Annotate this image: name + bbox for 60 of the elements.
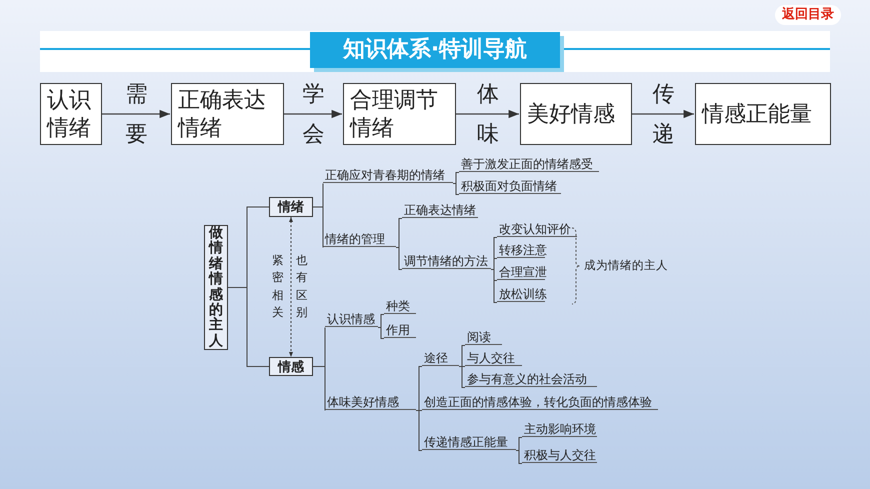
arrow	[102, 110, 170, 118]
connector-line	[416, 366, 422, 411]
branch-item: 转移注意	[497, 242, 545, 258]
concept-box: 认识情绪	[40, 83, 102, 145]
edge-label: 紧密相关	[272, 254, 284, 321]
branch-item: 传递情感正能量	[422, 434, 516, 450]
connector-line	[490, 258, 498, 270]
branch-item: 放松训练	[497, 286, 545, 302]
branch-item: 认识情感	[325, 311, 378, 327]
connector-line	[516, 450, 522, 464]
connector-line	[312, 366, 326, 411]
edge-label: 传递	[652, 80, 674, 148]
connector-line	[452, 183, 460, 195]
connector-line	[452, 172, 460, 184]
branch-item: 改变认知评价	[497, 221, 577, 237]
back-to-contents-button: 返回目录	[775, 5, 841, 25]
branch-item: 积极与人交往	[522, 447, 597, 463]
branch-item: 作用	[384, 322, 416, 338]
connector-line	[490, 269, 498, 303]
connector-line	[396, 247, 402, 270]
branch-item: 与人交往	[465, 350, 522, 366]
branch-item: 正确应对青春期的情绪	[323, 167, 453, 183]
concept-box: 美好情感	[520, 83, 632, 145]
edge-label: 需要	[126, 80, 148, 148]
connector-line	[458, 366, 466, 388]
arrow	[456, 110, 519, 118]
branch-item: 主动影响环境	[522, 421, 597, 437]
topic-box: 做情绪情感的主人	[204, 225, 228, 350]
connector-line	[516, 437, 522, 451]
branch-item: 体味美好情感	[325, 394, 416, 410]
connector-line	[396, 218, 402, 248]
arrow	[289, 216, 293, 358]
edge-label: 学会	[302, 80, 324, 148]
arrow	[632, 110, 694, 118]
category-box: 情感	[269, 357, 313, 376]
branch-item: 善于激发正面的情绪感受	[459, 156, 599, 172]
relation-note: 也有区别	[296, 254, 308, 321]
branch-item: 种类	[384, 298, 416, 314]
connector-line	[416, 410, 422, 451]
concept-box: 正确表达情绪	[171, 83, 284, 145]
branch-item: 合理宣泄	[497, 264, 545, 280]
branch-item: 途径	[422, 350, 459, 366]
connector-line	[378, 314, 384, 328]
branch-item: 阅读	[465, 329, 502, 345]
connector-line	[378, 327, 384, 339]
arrow	[284, 110, 342, 118]
branch-item: 创造正面的情感体验，转化负面的情感体验	[422, 394, 658, 410]
edge-label: 体味	[477, 80, 499, 148]
concept-box: 合理调节情绪	[343, 83, 456, 145]
connector-line	[228, 287, 270, 367]
branch-item: 积极面对负面情绪	[459, 178, 561, 194]
category-box: 情绪	[269, 197, 313, 217]
connector-line	[458, 345, 466, 367]
branch-item: 正确表达情绪	[402, 202, 478, 218]
branch-item: 调节情绪的方法	[402, 253, 491, 269]
title-banner: 知识体系·特训导航	[310, 32, 560, 68]
concept-box: 情感正能量	[695, 83, 831, 145]
branch-item: 情绪的管理	[323, 231, 396, 247]
branch-item: 参与有意义的社会活动	[465, 371, 597, 387]
summary-note: 成为情绪的主人	[584, 258, 668, 273]
